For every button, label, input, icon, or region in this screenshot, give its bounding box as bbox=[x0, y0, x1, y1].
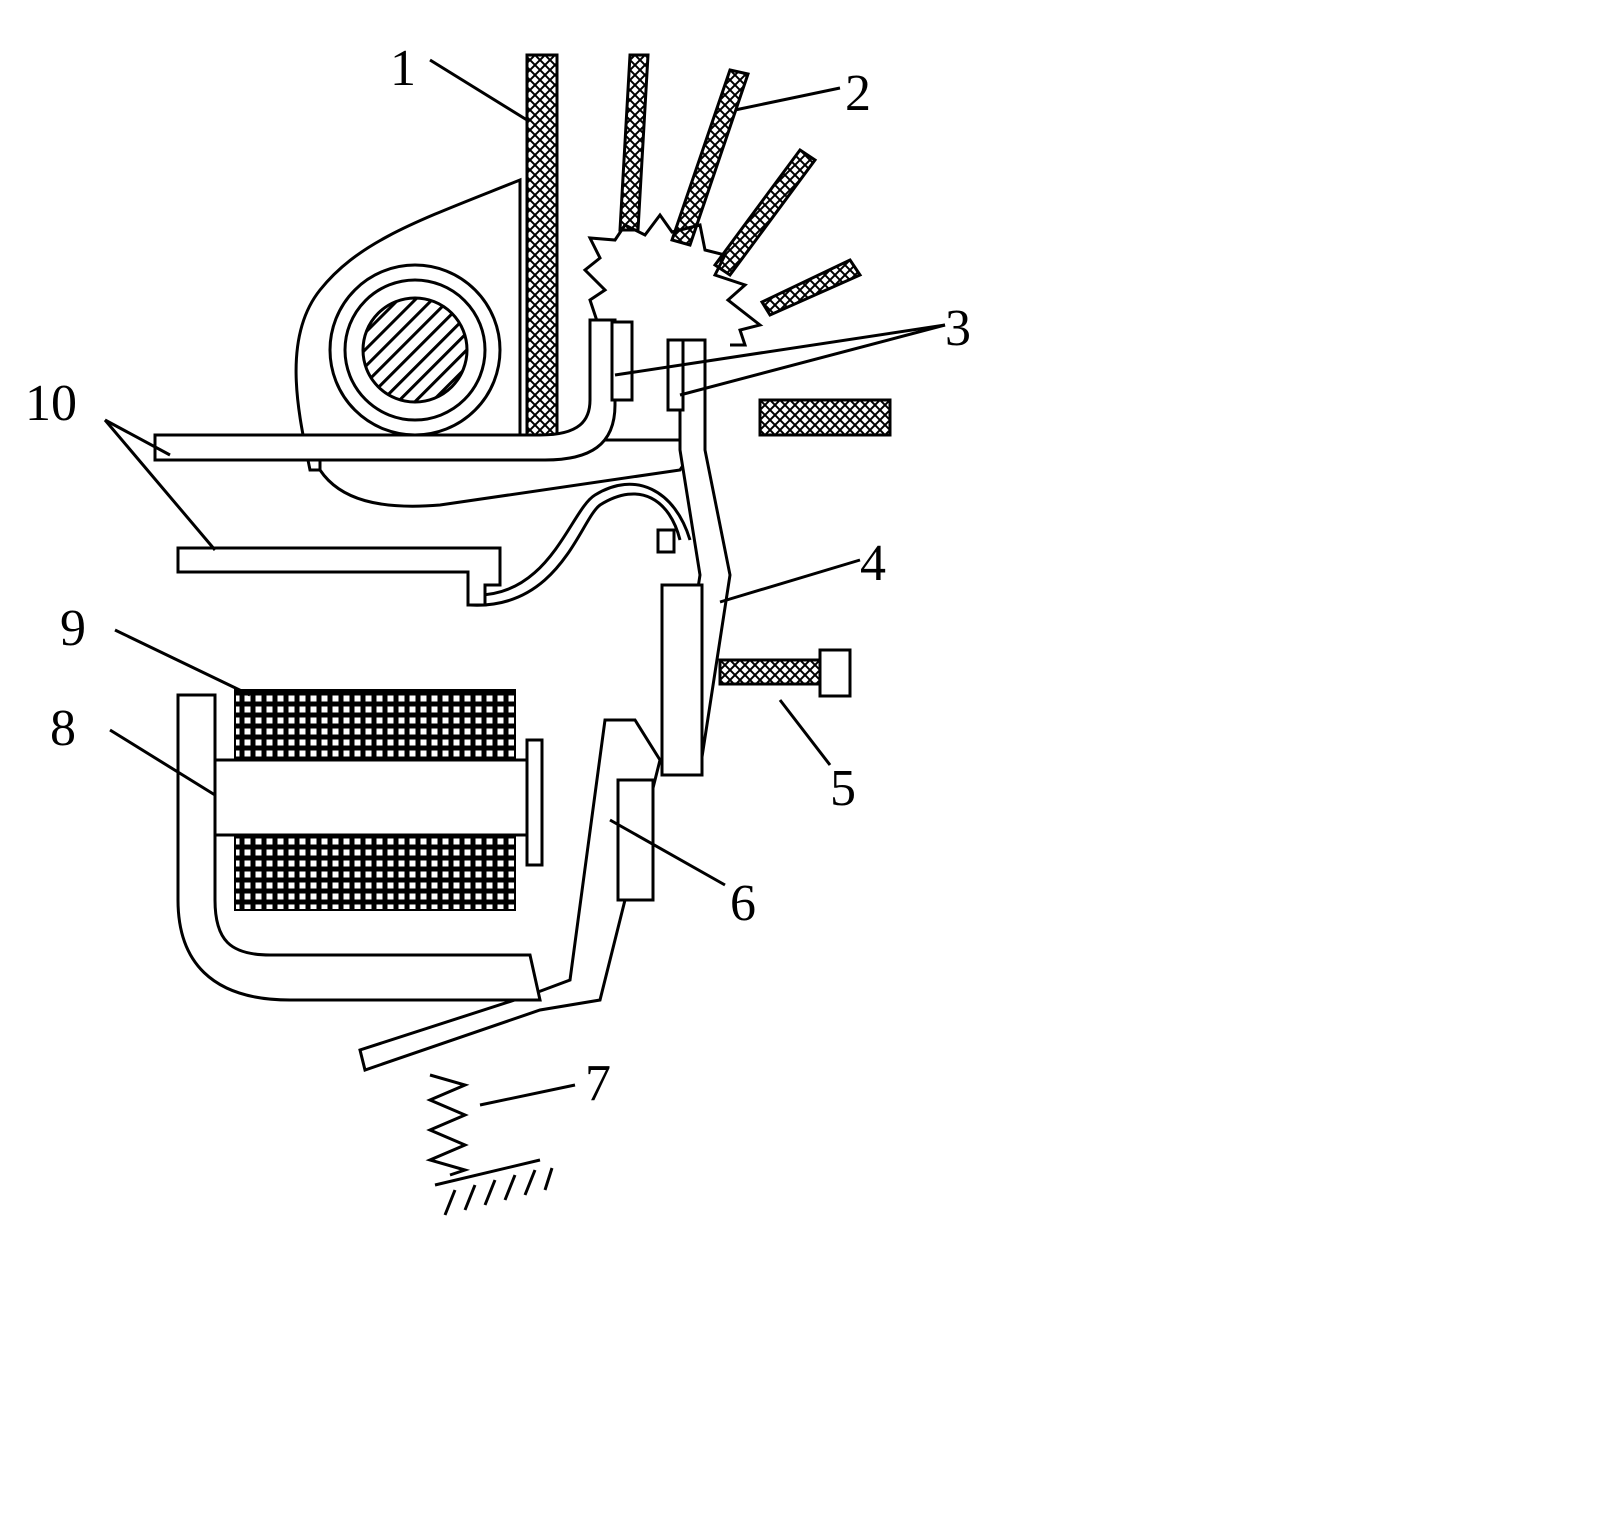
electromagnet-core bbox=[176, 693, 544, 1002]
arc-chute-plate-1 bbox=[525, 53, 559, 442]
label-5: 5 bbox=[830, 760, 856, 817]
static-contact-tip bbox=[610, 320, 634, 402]
lower-contact-arm bbox=[176, 546, 502, 607]
label-7: 7 bbox=[585, 1055, 611, 1112]
label-2: 2 bbox=[845, 65, 871, 122]
adjusting-screw bbox=[718, 648, 852, 698]
label-9: 9 bbox=[60, 600, 86, 657]
return-spring bbox=[425, 1073, 554, 1216]
static-contact-arm bbox=[153, 318, 617, 462]
label-3: 3 bbox=[945, 300, 971, 357]
label-1: 1 bbox=[390, 40, 416, 97]
leader-lines bbox=[103, 58, 946, 1107]
arc-splitter-plates bbox=[618, 53, 892, 437]
armature-plate bbox=[660, 583, 704, 777]
label-8: 8 bbox=[50, 700, 76, 757]
electric-arc bbox=[582, 212, 764, 347]
label-6: 6 bbox=[730, 875, 756, 932]
yoke-lever bbox=[358, 718, 662, 1072]
flexible-lead bbox=[469, 492, 682, 607]
label-4: 4 bbox=[860, 535, 886, 592]
moving-contact-tip bbox=[666, 338, 685, 412]
coil-lower bbox=[234, 834, 516, 911]
coil-upper bbox=[234, 689, 516, 761]
label-10: 10 bbox=[25, 375, 77, 432]
